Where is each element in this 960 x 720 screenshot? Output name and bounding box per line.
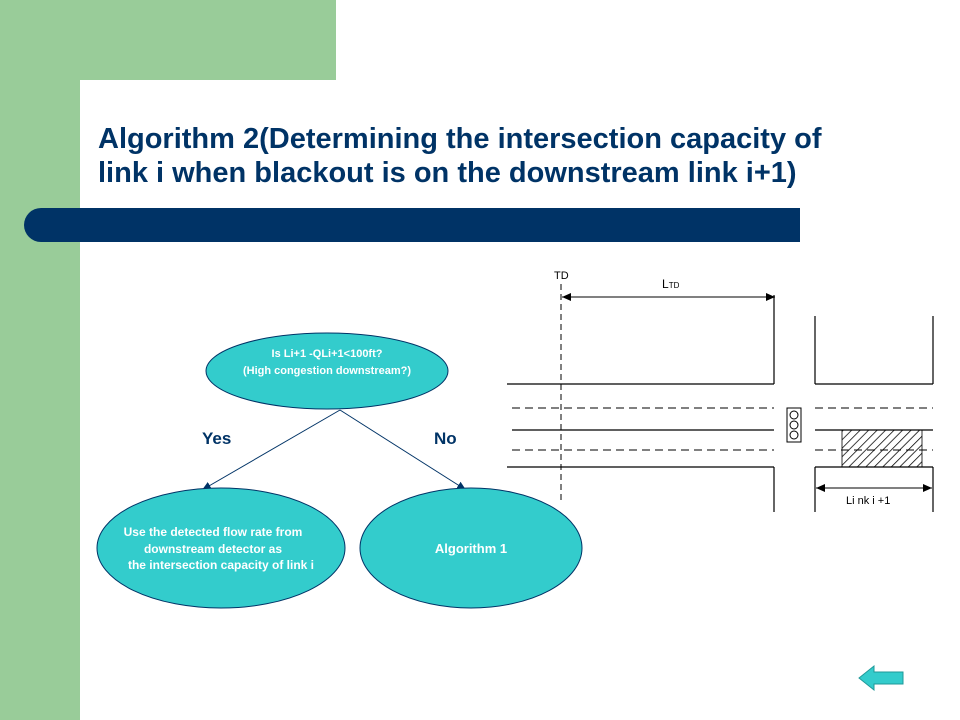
road-diagram: TD LTD Li n [507,270,934,512]
no-arrow [339,409,467,491]
no-label: No [434,429,457,448]
title-line-2: link i when blackout is on the downstrea… [98,157,797,189]
left-arrow-icon [858,664,904,692]
traffic-signal-icon [786,407,802,443]
top-decorative-band [80,0,336,80]
decision-node [205,332,449,410]
ltd-main: L [662,277,669,291]
queue-hatch [841,429,923,468]
yes-node-line-3: the intersection capacity of link i [128,558,314,572]
yes-node [96,487,346,609]
link-label: Li nk i +1 [846,495,890,507]
yes-node-line-1: Use the detected flow rate from [124,525,303,539]
slide-title: Algorithm 2(Determining the intersection… [98,122,938,190]
td-label: TD [554,270,569,282]
title-line-1: Algorithm 2(Determining the intersection… [98,123,822,155]
yes-arrow [201,409,341,491]
title-underline-bar [24,208,800,242]
algorithm-1-node [359,487,583,609]
flowchart: Is Li+1 -QLi+1<100ft? (High congestion d… [96,332,583,609]
ltd-label: LTD [662,277,680,291]
left-decorative-band [0,0,80,720]
back-button[interactable] [858,664,904,692]
decision-line-2: (High congestion downstream?) [243,365,411,377]
decision-line-1: Is Li+1 -QLi+1<100ft? [272,348,383,360]
yes-label: Yes [202,429,231,448]
algorithm-1-label: Algorithm 1 [435,541,507,556]
content-corner [80,80,200,200]
yes-node-line-2: downstream detector as [144,542,282,556]
ltd-sub: TD [669,281,680,290]
